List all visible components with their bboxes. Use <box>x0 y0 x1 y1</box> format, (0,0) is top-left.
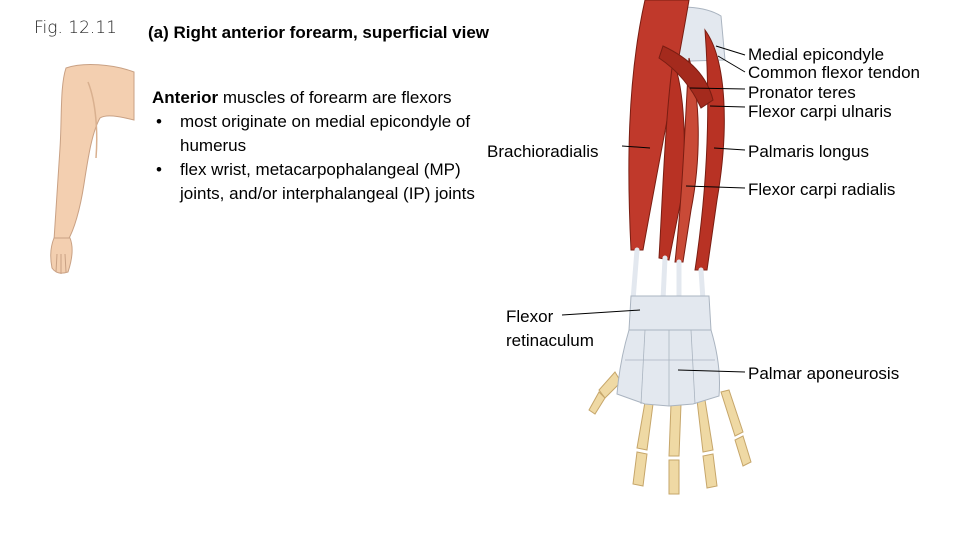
description-text: Anterior muscles of forearm are flexors … <box>152 86 482 206</box>
label-flexor-carpi-ulnaris: Flexor carpi ulnaris <box>748 102 892 121</box>
label-flexor-retinaculum: Flexor retinaculum <box>506 307 594 350</box>
flexor-carpi-ulnaris-muscle <box>694 28 725 271</box>
bullet-item: most originate on medial epicondyle of h… <box>152 110 482 158</box>
label-pronator-teres: Pronator teres <box>748 83 856 102</box>
arm-figure <box>50 64 135 274</box>
label-brachioradialis: Brachioradialis <box>487 142 599 161</box>
pronator-teres-muscle <box>658 45 714 109</box>
label-common-flexor-tendon: Common flexor tendon <box>748 63 920 82</box>
bullet-list: most originate on medial epicondyle of h… <box>152 110 482 206</box>
label-palmar-aponeurosis: Palmar aponeurosis <box>748 364 900 383</box>
label-palmaris-longus: Palmaris longus <box>748 142 869 161</box>
lead-sentence: Anterior muscles of forearm are flexors <box>152 86 482 110</box>
bullet-item: flex wrist, metacarpophalangeal (MP) joi… <box>152 158 482 206</box>
lead-bold: Anterior <box>152 88 219 107</box>
lead-rest: muscles of forearm are flexors <box>218 88 452 107</box>
label-medial-epicondyle: Medial epicondyle <box>748 45 885 64</box>
palmaris-longus-muscle <box>674 57 699 263</box>
forearm-tendons <box>630 247 706 303</box>
flexor-carpi-radialis-muscle <box>658 58 685 261</box>
figure-number: Fig. 12.11 <box>34 18 117 38</box>
figure-subtitle: (a) Right anterior forearm, superficial … <box>148 23 490 42</box>
forearm-illustration <box>588 0 752 495</box>
label-flexor-carpi-radialis: Flexor carpi radialis <box>748 180 896 199</box>
